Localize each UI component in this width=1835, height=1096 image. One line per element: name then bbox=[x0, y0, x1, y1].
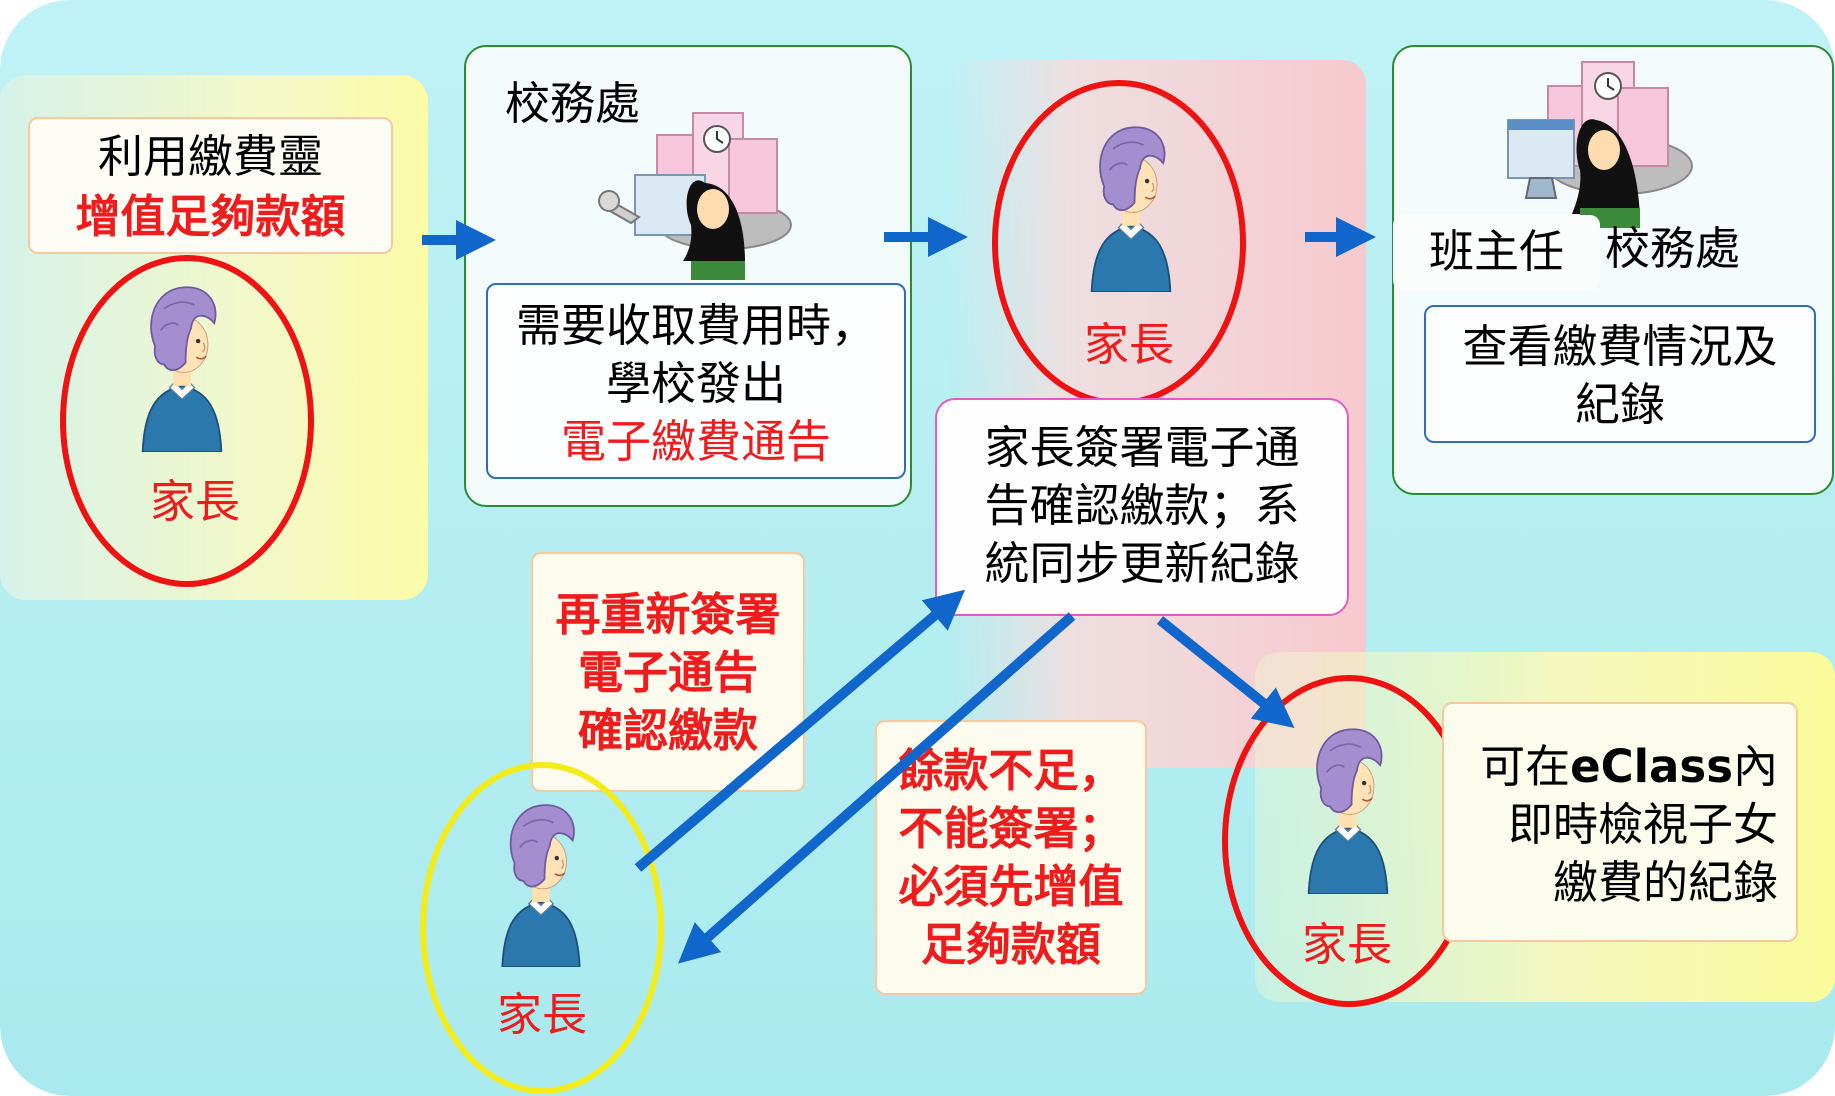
flow-arrow-icon bbox=[678, 612, 1076, 964]
sign-text-line1: 家長簽署電子通 bbox=[984, 421, 1300, 474]
topup-box bbox=[28, 117, 393, 254]
sign-text-line3: 統同步更新紀錄 bbox=[984, 537, 1300, 590]
topup-text-line2: 增值足夠款額 bbox=[75, 190, 346, 243]
notice-text-line1: 需要收取費用時， bbox=[515, 299, 876, 352]
parent-label: 家長 bbox=[1301, 918, 1392, 971]
view-text-line2: 紀錄 bbox=[1574, 378, 1665, 431]
office-label: 校務處 bbox=[1605, 222, 1741, 275]
insufficient-text-line3: 必須先增值 bbox=[898, 860, 1124, 913]
parent-highlight-ellipse bbox=[60, 255, 314, 587]
office-staff-icon bbox=[598, 112, 792, 280]
insufficient-text-line1: 餘款不足， bbox=[898, 744, 1124, 797]
eclass-brand: eClass bbox=[1570, 740, 1733, 793]
eclass-suffix: 內 bbox=[1732, 740, 1778, 793]
sign-notice-box bbox=[935, 398, 1349, 616]
parent-label: 家長 bbox=[496, 988, 587, 1041]
eclass-prefix: 可在 bbox=[1480, 740, 1571, 793]
resign-text-line2: 電子通告 bbox=[577, 646, 758, 699]
resign-text-line3: 確認繳款 bbox=[577, 704, 758, 757]
eclass-text-line2: 即時檢視子女 bbox=[1507, 798, 1778, 851]
teacher-label: 班主任 bbox=[1428, 225, 1564, 278]
flow-arrow-icon bbox=[1156, 616, 1295, 729]
insufficient-box bbox=[875, 720, 1147, 995]
office-label: 校務處 bbox=[505, 77, 641, 130]
sign-text-line2: 告確認繳款；系 bbox=[984, 479, 1300, 532]
topup-text-line1: 利用繳費靈 bbox=[97, 130, 323, 183]
insufficient-text-line4: 足夠款額 bbox=[920, 918, 1101, 971]
parent-label: 家長 bbox=[1083, 318, 1174, 371]
teacher-label-box bbox=[1393, 215, 1600, 290]
eclass-box bbox=[1442, 702, 1798, 942]
notice-box bbox=[486, 283, 906, 479]
view-text-line1: 查看繳費情況及 bbox=[1462, 320, 1778, 373]
parent-label: 家長 bbox=[149, 475, 240, 528]
teacher-icon bbox=[1507, 61, 1693, 228]
eclass-text-line1: 可在eClass內 bbox=[1442, 738, 1798, 796]
eclass-text-line3: 繳費的紀錄 bbox=[1552, 856, 1778, 909]
notice-text-line3: 電子繳費通告 bbox=[560, 415, 831, 468]
resign-text-line1: 再重新簽署 bbox=[555, 588, 781, 641]
insufficient-text-line2: 不能簽署； bbox=[898, 802, 1124, 855]
parent-retry-ellipse bbox=[420, 762, 664, 1094]
view-records-box bbox=[1424, 305, 1816, 443]
flow-arrow-icon bbox=[634, 589, 966, 872]
notice-text-line2: 學校發出 bbox=[605, 357, 786, 410]
resign-box bbox=[531, 552, 805, 792]
